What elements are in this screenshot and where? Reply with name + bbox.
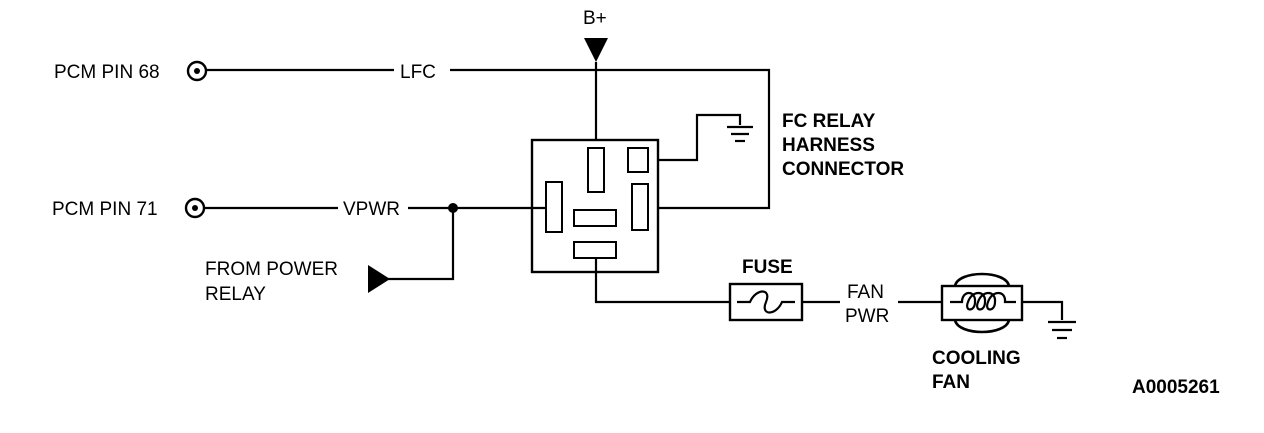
cooling-fan-label-line1: COOLING	[932, 348, 1021, 369]
fuse-label: FUSE	[742, 257, 793, 278]
terminal-bottom	[573, 241, 617, 259]
cooling-fan-label-line2: FAN	[932, 372, 970, 393]
terminal-middle	[573, 209, 617, 227]
vpwr-label: VPWR	[343, 199, 400, 220]
fan-pwr-label-line1: FAN	[847, 282, 884, 303]
figure-id: A0005261	[1132, 377, 1220, 398]
lfc-label: LFC	[400, 62, 436, 83]
fan-pwr-label-line2: PWR	[845, 306, 889, 327]
relay-ground-wire	[648, 113, 742, 162]
b-plus-label: B+	[583, 8, 607, 29]
terminal-left	[545, 181, 563, 233]
pcm-pin-68-label: PCM PIN 68	[54, 62, 160, 83]
fuse-feed-wire	[594, 258, 730, 304]
fc-relay-label-line1: FC RELAY	[782, 111, 876, 132]
fan-ground-icon	[1048, 320, 1076, 340]
cooling-fan-motor-icon	[940, 272, 1024, 334]
fan-ground-wire	[1022, 300, 1064, 320]
from-power-label-line1: FROM POWER	[205, 259, 338, 280]
fc-relay-harness-connector	[530, 138, 660, 274]
b-plus-arrow-icon	[584, 38, 608, 62]
pcm-pin-68-terminal-icon	[186, 60, 208, 82]
lfc-wire-right	[450, 68, 771, 210]
fc-relay-label-line2: HARNESS	[782, 135, 875, 156]
pcm-pin-71-label: PCM PIN 71	[52, 199, 158, 220]
fuse-icon	[728, 282, 804, 322]
relay-ground-icon	[727, 125, 753, 143]
terminal-small	[627, 147, 649, 173]
pcm-pin-71-terminal-icon	[184, 197, 206, 219]
terminal-top	[587, 147, 605, 193]
from-power-label-line2: RELAY	[205, 284, 266, 305]
fc-relay-label-line3: CONNECTOR	[782, 159, 904, 180]
terminal-right	[631, 183, 649, 231]
from-power-relay-arrow-icon	[368, 265, 390, 293]
from-power-relay-wire	[388, 208, 455, 281]
